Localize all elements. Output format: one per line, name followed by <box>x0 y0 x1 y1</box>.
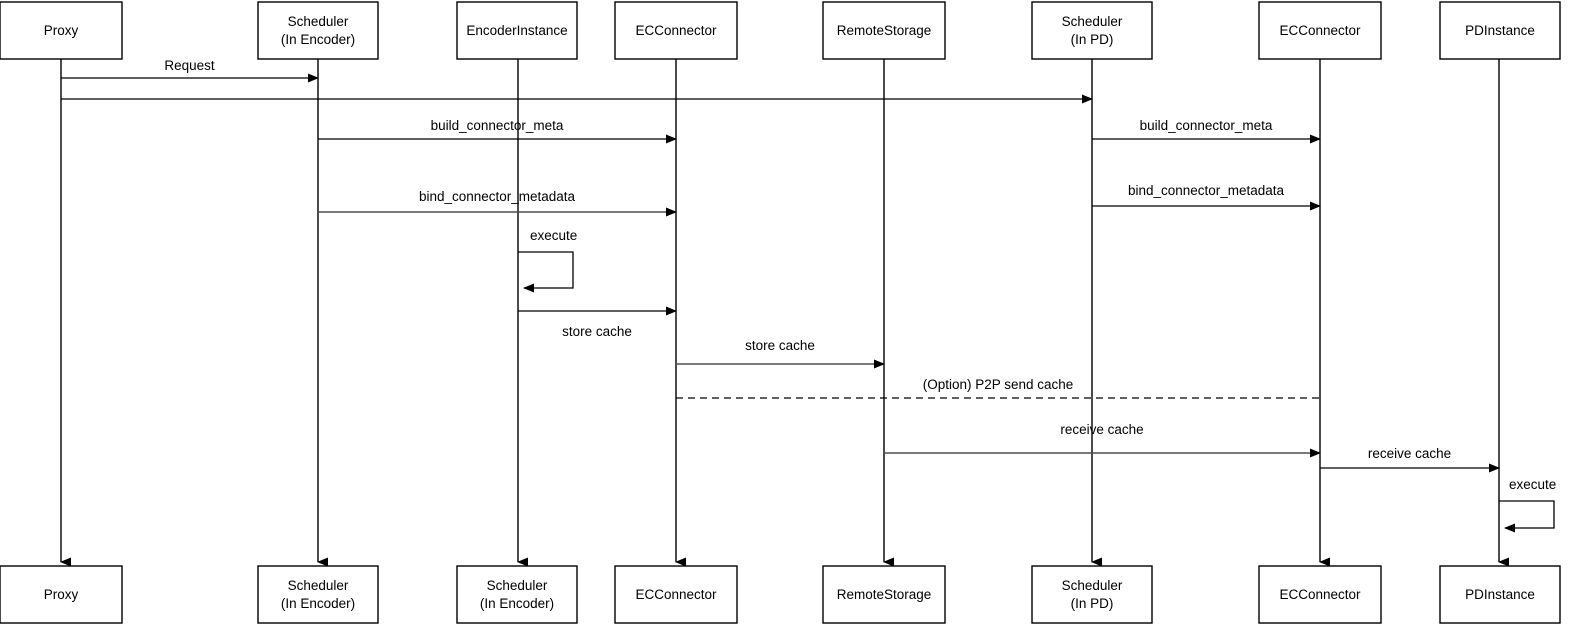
message-label-bind-connector-metadata-left: bind_connector_metadata <box>419 189 576 204</box>
message-label-p2p-send-cache: (Option) P2P send cache <box>923 377 1074 392</box>
participant-label-encoder-instance-header: EncoderInstance <box>466 23 567 38</box>
self-messages-layer: execute execute <box>518 228 1556 533</box>
participant-label-scheduler-pd-header: Scheduler <box>1062 14 1123 29</box>
self-message-path-execute-encoder[interactable] <box>518 251 574 293</box>
message-label-build-connector-meta-right: build_connector_meta <box>1140 118 1273 133</box>
self-message-label-execute-pdinstance: execute <box>1509 477 1556 492</box>
footer-boxes-layer: Proxy Scheduler (In Encoder) Scheduler (In E… <box>0 565 1561 624</box>
header-boxes-layer: Proxy Scheduler (In Encoder) EncoderInstanc… <box>0 1 1561 60</box>
participant-header-box-encoder-instance[interactable] <box>456 1 578 60</box>
participant-header-box-remote-storage[interactable] <box>822 1 946 60</box>
message-label-receive-cache-pdinstance: receive cache <box>1368 446 1451 461</box>
message-label-receive-cache-pd: receive cache <box>1060 422 1143 437</box>
message-label-store-cache-encoder: store cache <box>562 324 632 339</box>
participant-label-ecconnector-left-footer: ECConnector <box>635 587 717 602</box>
participant-footer-box-ecconnector-left[interactable] <box>614 565 738 624</box>
participant-label-scheduler-pd-footer: Scheduler <box>1062 578 1123 593</box>
participant-sublabel-scheduler-pd-header: (In PD) <box>1071 32 1114 47</box>
participant-sublabel-scheduler-encoder-footer: (In Encoder) <box>281 596 355 611</box>
participant-footer-box-pd-instance[interactable] <box>1439 565 1561 624</box>
participant-label-proxy-footer: Proxy <box>44 587 79 602</box>
participant-label-pd-instance-header: PDInstance <box>1465 23 1535 38</box>
participant-label-proxy-header: Proxy <box>44 23 79 38</box>
participant-header-box-proxy[interactable] <box>0 1 123 60</box>
self-message-path-execute-pdinstance[interactable] <box>1499 500 1555 533</box>
messages-layer: Request build_connector_meta build_connect… <box>61 58 1500 473</box>
participant-label-encoder-instance-footer: Scheduler <box>487 578 548 593</box>
message-label-bind-connector-metadata-right: bind_connector_metadata <box>1128 183 1285 198</box>
participant-footer-box-scheduler-encoder[interactable] <box>257 565 379 624</box>
participant-label-scheduler-encoder-header: Scheduler <box>288 14 349 29</box>
participant-header-box-pd-instance[interactable] <box>1439 1 1561 60</box>
participant-header-box-scheduler-pd[interactable] <box>1031 1 1153 60</box>
participant-sublabel-encoder-instance-footer: (In Encoder) <box>480 596 554 611</box>
participant-header-box-scheduler-encoder[interactable] <box>257 1 379 60</box>
participant-sublabel-scheduler-pd-footer: (In PD) <box>1071 596 1114 611</box>
participant-header-box-ecconnector-left[interactable] <box>614 1 738 60</box>
participant-footer-box-proxy[interactable] <box>0 565 123 624</box>
participant-footer-box-scheduler-pd[interactable] <box>1031 565 1153 624</box>
participant-label-ecconnector-right-header: ECConnector <box>1279 23 1361 38</box>
participant-header-box-ecconnector-right[interactable] <box>1258 1 1382 60</box>
self-message-label-execute-encoder: execute <box>530 228 577 243</box>
message-label-build-connector-meta-left: build_connector_meta <box>431 118 564 133</box>
participant-label-pd-instance-footer: PDInstance <box>1465 587 1535 602</box>
participant-label-ecconnector-right-footer: ECConnector <box>1279 587 1361 602</box>
participant-label-scheduler-encoder-footer: Scheduler <box>288 578 349 593</box>
participant-label-remote-storage-footer: RemoteStorage <box>837 587 932 602</box>
participant-footer-box-ecconnector-right[interactable] <box>1258 565 1382 624</box>
message-label-request: Request <box>164 58 215 73</box>
lifelines-layer <box>60 59 1509 567</box>
participant-label-ecconnector-left-header: ECConnector <box>635 23 717 38</box>
participant-sublabel-scheduler-encoder-header: (In Encoder) <box>281 32 355 47</box>
participant-footer-box-encoder-instance[interactable] <box>456 565 578 624</box>
participant-footer-box-remote-storage[interactable] <box>822 565 946 624</box>
message-label-store-cache-remote: store cache <box>745 338 815 353</box>
participant-label-remote-storage-header: RemoteStorage <box>837 23 932 38</box>
